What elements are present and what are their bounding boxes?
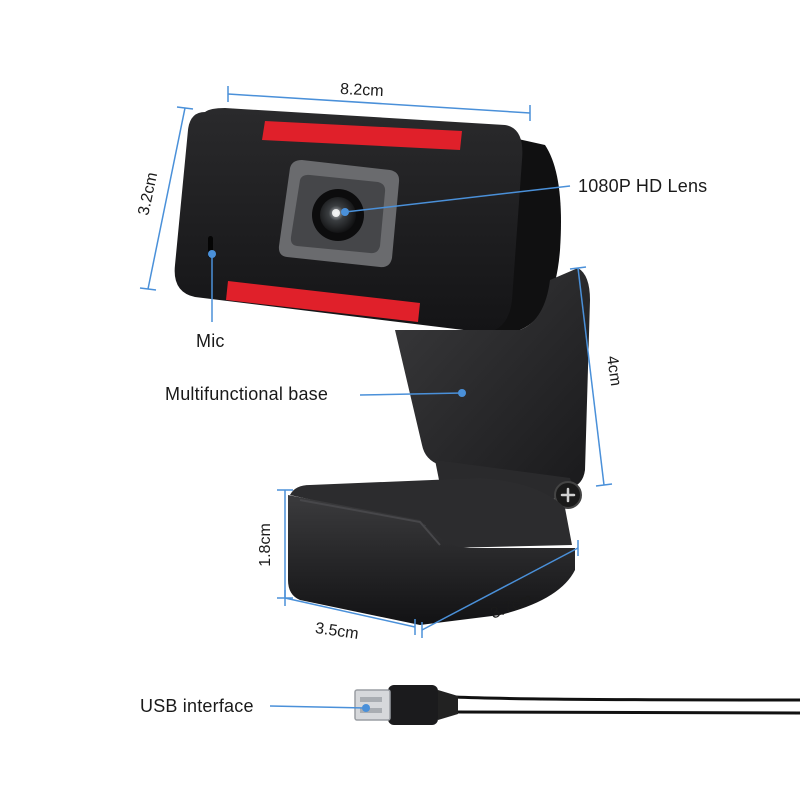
- lens-label: 1080P HD Lens: [578, 176, 708, 196]
- red-stripe-top: [262, 121, 462, 150]
- mic-label: Mic: [196, 331, 225, 351]
- usb-body: [388, 685, 438, 725]
- base-plate: [395, 268, 590, 488]
- foot-height-dimension: 1.8cm: [256, 523, 274, 567]
- usb-label: USB interface: [140, 696, 254, 716]
- base-foot: [290, 478, 572, 548]
- base-label: Multifunctional base: [165, 384, 329, 404]
- usb-cable-2: [454, 710, 800, 715]
- dimension-lines: [139, 86, 613, 709]
- red-stripe-bottom: [226, 281, 420, 322]
- leader-dots: [208, 208, 466, 712]
- usb-plug-metal: [354, 689, 391, 721]
- width-dimension: 8.2cm: [339, 80, 385, 101]
- usb-cable: [454, 695, 800, 702]
